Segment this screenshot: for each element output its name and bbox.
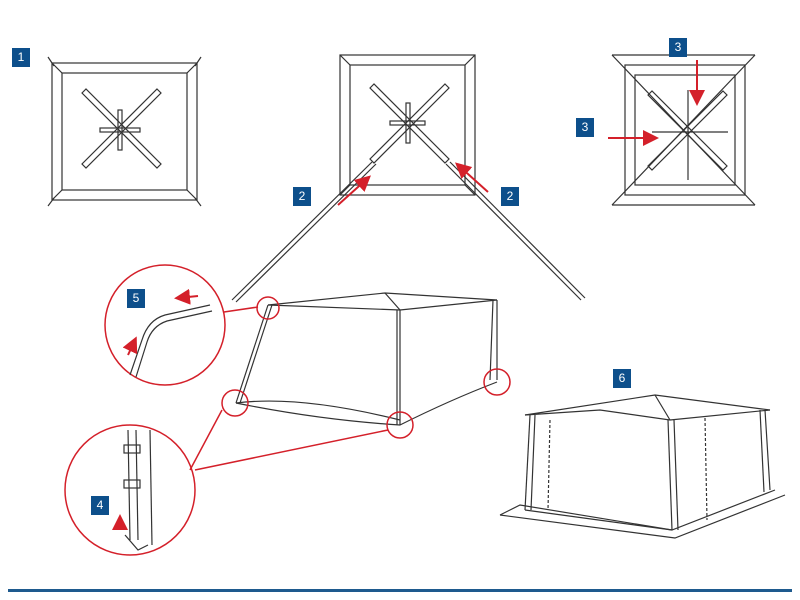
step-2-badge-right: 2 — [501, 187, 519, 206]
step-1-badge: 1 — [12, 48, 30, 67]
step4-5-tent-frame — [235, 292, 498, 426]
step-2-badge-left: 2 — [293, 187, 311, 206]
detail5-pole-joint — [129, 304, 213, 378]
step-3-badge-top: 3 — [669, 38, 687, 57]
step1-folded-frame — [47, 56, 202, 207]
step-3-badge-left: 3 — [576, 118, 594, 137]
footer-rule — [8, 589, 792, 592]
detail4-leg-lock — [123, 429, 153, 551]
detail-callouts — [64, 264, 511, 556]
red-arrows — [112, 60, 705, 530]
step-4-badge: 4 — [91, 496, 109, 515]
step3-locking-hub — [611, 54, 756, 206]
step-5-badge: 5 — [127, 289, 145, 308]
step2-extending-legs — [231, 54, 586, 303]
step-6-badge: 6 — [613, 369, 631, 388]
step6-assembled-tent — [499, 394, 786, 539]
